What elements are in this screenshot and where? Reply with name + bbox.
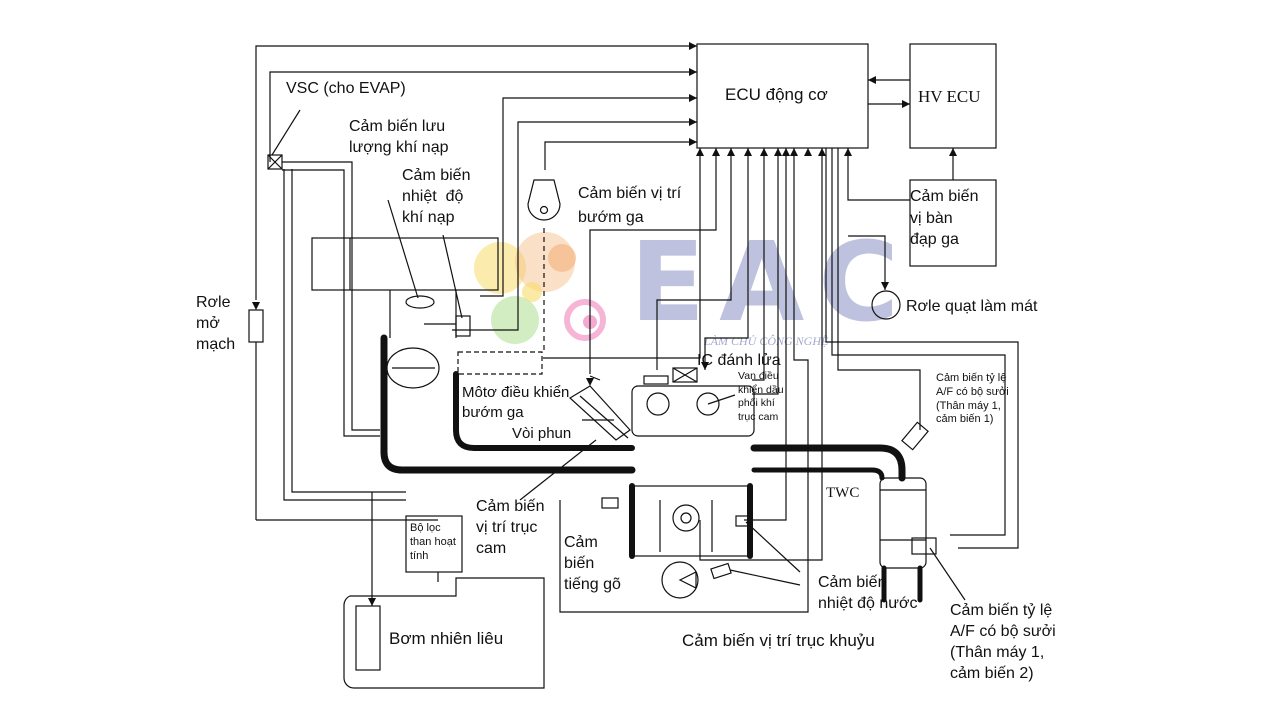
fuel-pump-label: Bơm nhiên liêu bbox=[389, 629, 504, 648]
crank-sensor bbox=[710, 562, 732, 580]
vsc-label: VSC (cho EVAP) bbox=[286, 80, 406, 97]
vvt-label: Van điều khiển dầu phối khí trục cam bbox=[738, 370, 784, 423]
ignition-coil bbox=[672, 367, 698, 383]
fan-relay-label: Rơle quạt làm mát bbox=[906, 298, 1038, 315]
tps-label: Cảm biến vị trí bướm ga bbox=[578, 185, 682, 226]
injector-label: Vòi phun bbox=[512, 425, 572, 442]
throttle-position-sensor-body bbox=[527, 179, 561, 221]
ect-label: Cảm biến nhiệt độ nước bbox=[818, 574, 918, 613]
knock-label: Cảm biến tiếng gõ bbox=[564, 534, 621, 594]
fan-relay-circle bbox=[871, 290, 901, 320]
af-sensor-2 bbox=[911, 537, 937, 555]
fuel-pump-box bbox=[355, 605, 381, 671]
af-sensor-1 bbox=[901, 421, 929, 451]
watermark-tagline: LÀM CHỦ CÔNG NGHỆ bbox=[703, 334, 829, 348]
iat-sensor bbox=[455, 315, 471, 337]
cylinder-head bbox=[631, 385, 755, 437]
af2-label: Cảm biến tỷ lệ A/F có bộ sưởi (Thân máy … bbox=[950, 602, 1056, 683]
fuel-tank bbox=[343, 577, 545, 689]
intake-pipe bbox=[380, 334, 636, 474]
ignition-label: IC đánh lửa bbox=[697, 352, 781, 369]
crank-wheel bbox=[661, 561, 699, 599]
crank-label: Cảm biến vị trí trục khuỷu bbox=[682, 631, 875, 650]
canister-box bbox=[405, 515, 463, 573]
main-relay-box bbox=[248, 309, 264, 343]
arrowheads bbox=[252, 42, 957, 606]
throttle-motor-label: Môtơ điều khiển bướm ga bbox=[462, 384, 570, 421]
cam-label: Cảm biến vị trí trục cam bbox=[476, 498, 545, 558]
cam-sensor bbox=[601, 497, 619, 509]
exhaust-pipe bbox=[750, 444, 906, 482]
af1-label: Cảm biến tỷ lệ A/F có bộ sưởi (Thân máy … bbox=[936, 372, 1009, 426]
accel-sensor-label: Cảm biến vị bàn đạp ga bbox=[910, 188, 979, 249]
hv-ecu-label: HV ECU bbox=[918, 87, 981, 106]
watermark-brand: EAC bbox=[630, 218, 913, 346]
injector bbox=[569, 385, 631, 441]
air-cleaner bbox=[311, 237, 499, 291]
maf-sensor bbox=[405, 295, 435, 309]
iat-label: Cảm biến nhiệt độ khí nạp bbox=[402, 167, 471, 227]
cylinder-block bbox=[631, 485, 751, 557]
twc-label: TWC bbox=[826, 485, 860, 501]
throttle-motor bbox=[457, 351, 543, 375]
ecu-label: ECU động cơ bbox=[725, 85, 828, 104]
main-relay-label: Rơle mở mạch bbox=[196, 294, 236, 354]
maf-label: Cảm biến lưu lượng khí nạp bbox=[349, 118, 449, 157]
ecu-box bbox=[696, 43, 869, 149]
eac-watermark bbox=[474, 232, 606, 344]
canister-label: Bộ lọc than hoạt tính bbox=[410, 522, 456, 562]
